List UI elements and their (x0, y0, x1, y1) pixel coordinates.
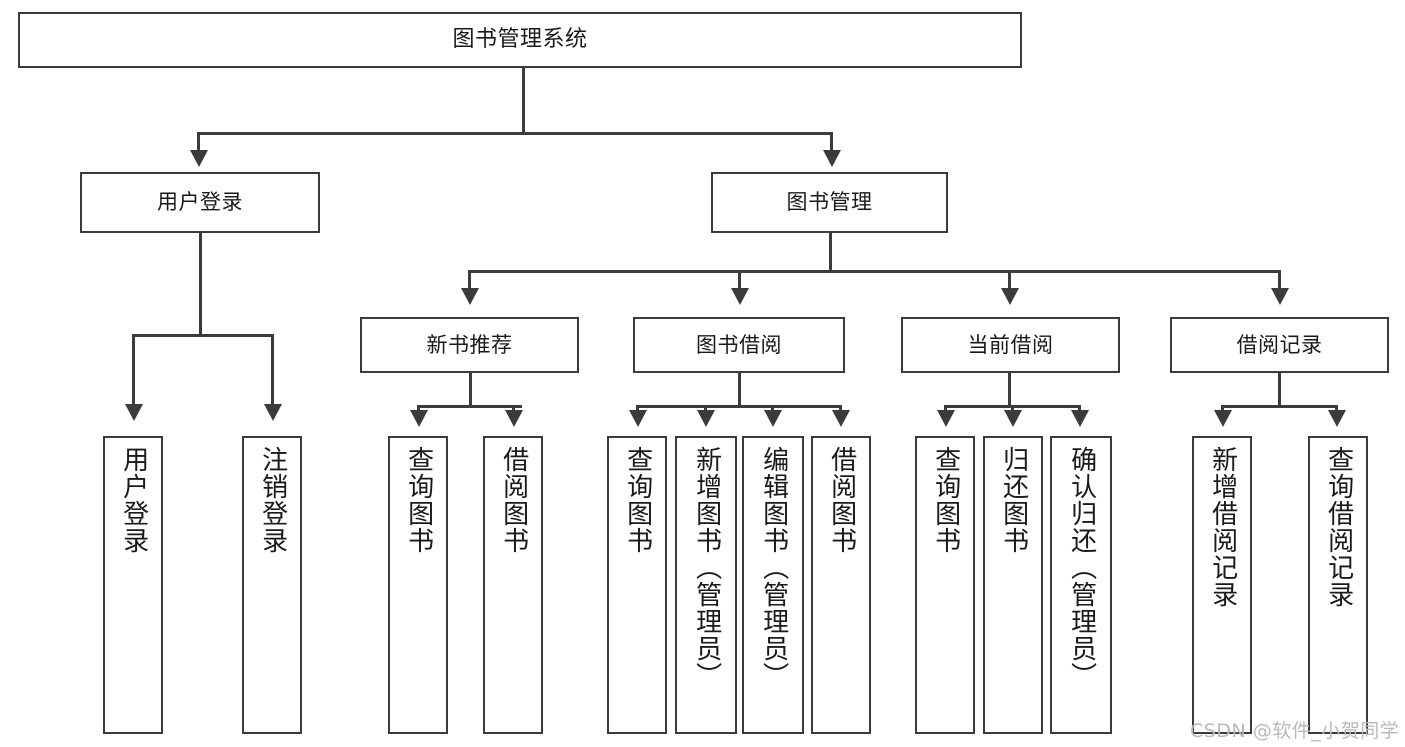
node-label: 图书管理 (786, 190, 873, 215)
connector-new-book-drop-2 (512, 405, 515, 413)
node-current-borrow[interactable]: 当前借阅 (901, 317, 1120, 373)
connector-user-login-left (132, 334, 135, 406)
node-label: 编辑图书（管理员） (758, 446, 789, 689)
connector-book-borrow-drop-4 (839, 405, 842, 413)
arrowhead-level2-book-borrow (731, 288, 749, 305)
node-label: 新增图书（管理员） (691, 446, 722, 689)
connector-book-mgmt-stem (829, 233, 832, 273)
arrowhead-new-book-leaf-1 (410, 410, 428, 427)
connector-user-login-right (271, 334, 274, 406)
node-label: 用户登录 (118, 446, 149, 554)
connector-book-borrow-drop-3 (771, 405, 774, 413)
connector-current-borrow-drop-1 (944, 405, 947, 413)
connector-root-to-user-login (197, 132, 200, 152)
arrowhead-current-borrow-leaf-1 (937, 410, 955, 427)
arrowhead-user-login-leaf-1 (125, 404, 143, 421)
leaf-current-borrow-return[interactable]: 归还图书 (983, 436, 1043, 734)
node-label: 图书管理系统 (452, 27, 588, 53)
leaf-current-borrow-query[interactable]: 查询图书 (915, 436, 975, 734)
arrowhead-book-borrow-leaf-4 (832, 410, 850, 427)
connector-book-borrow-stem (738, 373, 741, 407)
node-new-book-recommend[interactable]: 新书推荐 (360, 317, 579, 373)
connector-current-borrow-drop-2 (1011, 405, 1014, 413)
node-label: 图书借阅 (696, 332, 782, 357)
arrowhead-book-borrow-leaf-2 (697, 410, 715, 427)
connector-current-borrow-stem (1008, 373, 1011, 407)
leaf-current-borrow-confirm[interactable]: 确认归还（管理员） (1050, 436, 1112, 734)
leaf-book-borrow-query[interactable]: 查询图书 (607, 436, 667, 734)
node-label: 查询图书 (930, 446, 961, 554)
connector-level2-drop-1 (468, 270, 471, 290)
leaf-user-login-login[interactable]: 用户登录 (103, 436, 163, 734)
arrowhead-current-borrow-leaf-2 (1004, 410, 1022, 427)
connector-level2-drop-4 (1278, 270, 1281, 290)
leaf-book-borrow-add[interactable]: 新增图书（管理员） (675, 436, 737, 734)
leaf-new-book-query[interactable]: 查询图书 (388, 436, 448, 734)
arrowhead-borrow-record-leaf-2 (1328, 410, 1346, 427)
node-label: 用户登录 (157, 190, 243, 215)
arrowhead-level2-new-book (461, 288, 479, 305)
connector-borrow-record-drop-2 (1335, 405, 1338, 413)
connector-new-book-drop-1 (417, 405, 420, 413)
node-label: 查询借阅记录 (1323, 446, 1354, 608)
leaf-new-book-borrow[interactable]: 借阅图书 (483, 436, 543, 734)
node-borrow-record[interactable]: 借阅记录 (1170, 317, 1389, 373)
connector-root-bar (197, 132, 833, 135)
node-label: 借阅图书 (498, 446, 529, 554)
node-label: 查询图书 (622, 446, 653, 554)
arrowhead-book-borrow-leaf-3 (764, 410, 782, 427)
node-book-management[interactable]: 图书管理 (711, 172, 948, 233)
connector-level2-bar (468, 270, 1280, 273)
connector-user-login-bar (132, 334, 273, 337)
node-user-login[interactable]: 用户登录 (80, 172, 320, 233)
arrowhead-new-book-leaf-2 (505, 410, 523, 427)
connector-new-book-stem (469, 373, 472, 407)
node-label: 当前借阅 (967, 332, 1054, 357)
node-label: 注销登录 (257, 446, 288, 554)
connector-user-login-stem (199, 233, 202, 336)
node-label: 借阅图书 (826, 446, 857, 554)
node-label: 新增借阅记录 (1207, 446, 1238, 608)
node-label: 归还图书 (998, 446, 1029, 554)
arrowhead-root-to-user-login (190, 150, 208, 167)
leaf-borrow-record-query[interactable]: 查询借阅记录 (1308, 436, 1368, 734)
node-label: 确认归还（管理员） (1066, 446, 1097, 689)
connector-new-book-bar (417, 405, 522, 408)
arrowhead-user-login-leaf-2 (264, 404, 282, 421)
connector-book-borrow-bar (636, 405, 842, 408)
leaf-book-borrow-borrow[interactable]: 借阅图书 (811, 436, 871, 734)
arrowhead-borrow-record-leaf-1 (1214, 410, 1232, 427)
node-label: 借阅记录 (1236, 332, 1323, 357)
connector-root-stem (522, 68, 525, 134)
connector-current-borrow-drop-3 (1078, 405, 1081, 413)
connector-borrow-record-drop-1 (1221, 405, 1224, 413)
arrowhead-level2-borrow-record (1271, 288, 1289, 305)
connector-level2-drop-2 (738, 270, 741, 290)
leaf-book-borrow-edit[interactable]: 编辑图书（管理员） (742, 436, 804, 734)
connector-level2-drop-3 (1008, 270, 1011, 290)
csdn-watermark: CSDN @软件_小贺同学 (1190, 720, 1400, 742)
connector-borrow-record-bar (1221, 405, 1338, 408)
connector-root-to-book-mgmt (830, 132, 833, 152)
node-book-borrow[interactable]: 图书借阅 (633, 317, 845, 373)
arrowhead-level2-current-borrow (1001, 288, 1019, 305)
connector-book-borrow-drop-1 (636, 405, 639, 413)
connector-borrow-record-stem (1278, 373, 1281, 407)
arrowhead-root-to-book-mgmt (823, 150, 841, 167)
node-label: 新书推荐 (426, 332, 513, 357)
node-label: 查询图书 (403, 446, 434, 554)
node-root-system[interactable]: 图书管理系统 (18, 12, 1022, 68)
arrowhead-current-borrow-leaf-3 (1071, 410, 1089, 427)
leaf-user-login-logout[interactable]: 注销登录 (242, 436, 302, 734)
arrowhead-book-borrow-leaf-1 (629, 410, 647, 427)
leaf-borrow-record-add[interactable]: 新增借阅记录 (1192, 436, 1252, 734)
connector-book-borrow-drop-2 (704, 405, 707, 413)
